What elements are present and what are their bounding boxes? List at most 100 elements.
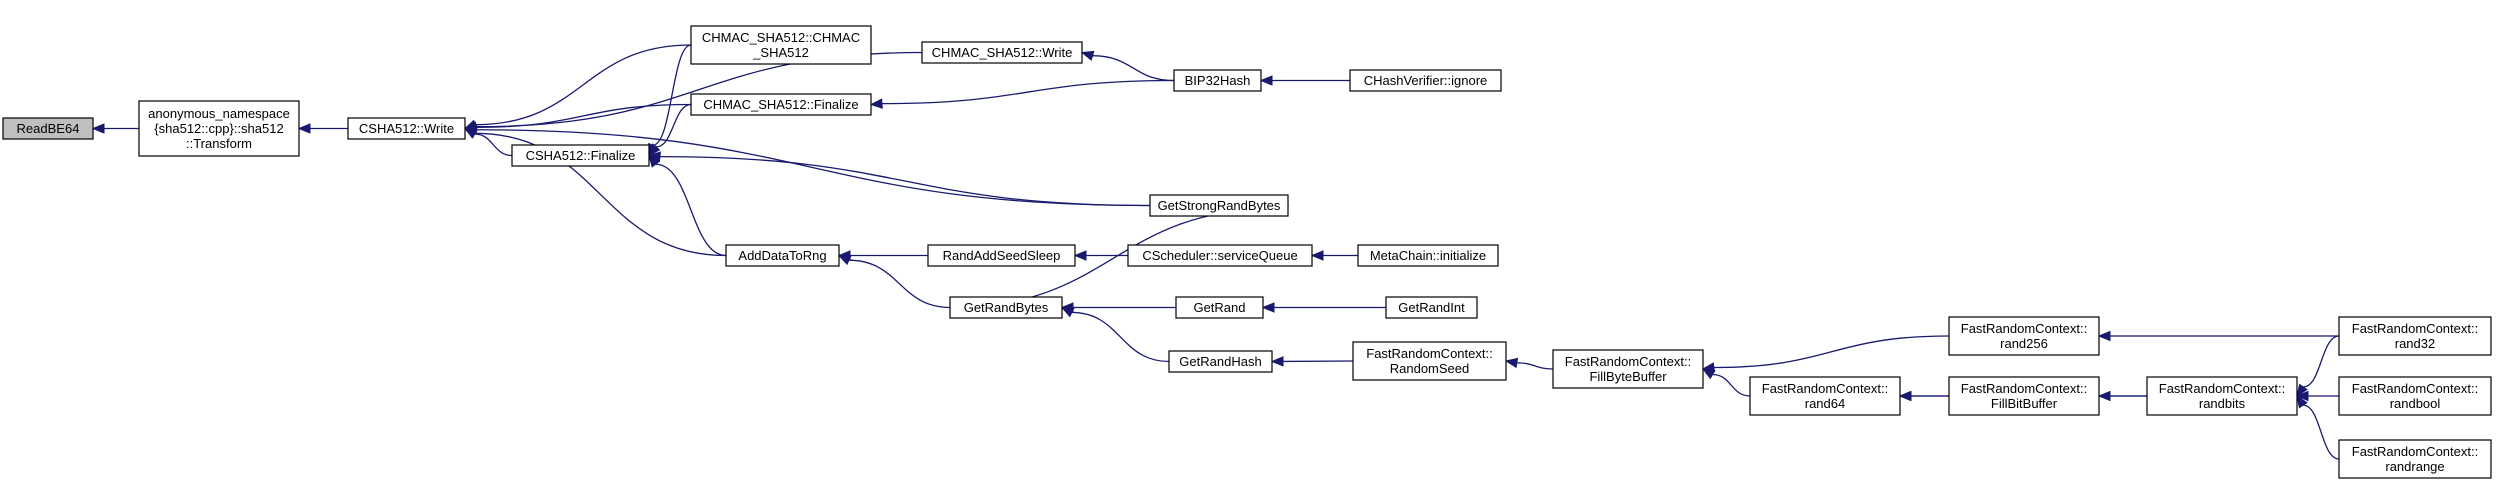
node-csha512_finalize[interactable]: CSHA512::Finalize — [511, 144, 650, 167]
node-box[interactable] — [1127, 244, 1313, 267]
arrowhead — [1504, 357, 1519, 369]
arrowhead — [297, 123, 311, 134]
edge-randbool-to-randbits — [2295, 390, 2339, 402]
node-box[interactable] — [725, 244, 840, 267]
node-box[interactable] — [921, 41, 1083, 64]
edge-line — [655, 103, 692, 148]
node-box[interactable] — [1349, 69, 1502, 92]
node-chashverifier[interactable]: CHashVerifier::ignore — [1349, 69, 1502, 92]
edge-getrandbytes-to-adddatatorng — [837, 254, 951, 309]
edge-rand32-to-randbits — [2296, 335, 2340, 398]
node-getrandhash[interactable]: GetRandHash — [1168, 350, 1273, 373]
node-readbe64[interactable]: ReadBE64 — [2, 117, 94, 140]
edge-rand32-to-rand256 — [2097, 330, 2339, 342]
node-label: FillBitBuffer — [1991, 396, 2058, 411]
node-randomseed[interactable]: FastRandomContext::RandomSeed — [1352, 341, 1507, 381]
edge-getrandhash-to-getrandbytes — [1060, 306, 1170, 363]
node-box[interactable] — [2, 117, 94, 140]
edges-layer — [91, 44, 2340, 460]
edge-rand64-to-fillbytebuffer — [1701, 368, 1751, 397]
edge-bip32hash-to-hmac_write — [1080, 50, 1175, 82]
edge-line — [848, 259, 951, 309]
node-box[interactable] — [1385, 296, 1478, 319]
edge-line — [881, 79, 1175, 105]
node-label: ReadBE64 — [17, 121, 80, 136]
node-hmac_write[interactable]: CHMAC_SHA512::Write — [921, 41, 1083, 64]
node-box[interactable] — [1352, 341, 1507, 381]
node-label: FastRandomContext:: — [2159, 381, 2285, 396]
node-box[interactable] — [1149, 194, 1289, 217]
node-label: CSHA512::Write — [359, 121, 454, 136]
node-rand64[interactable]: FastRandomContext::rand64 — [1749, 376, 1901, 416]
node-box[interactable] — [2338, 376, 2492, 416]
node-randbool[interactable]: FastRandomContext::randbool — [2338, 376, 2492, 416]
node-box[interactable] — [1749, 376, 1901, 416]
node-box[interactable] — [511, 144, 650, 167]
node-box[interactable] — [1168, 350, 1273, 373]
node-bip32hash[interactable]: BIP32Hash — [1173, 69, 1262, 92]
node-box[interactable] — [1552, 349, 1704, 389]
node-csha512_write[interactable]: CSHA512::Write — [347, 117, 466, 140]
node-box[interactable] — [690, 93, 872, 116]
node-scheduler[interactable]: CScheduler::serviceQueue — [1127, 244, 1313, 267]
node-box[interactable] — [1357, 244, 1499, 267]
node-label: rand64 — [1805, 396, 1845, 411]
edge-bip32hash-to-hmac_finalize — [869, 79, 1175, 109]
edge-getrandint-to-getrand — [1261, 302, 1386, 313]
arrowhead — [2097, 330, 2111, 342]
node-box[interactable] — [690, 25, 872, 65]
node-box[interactable] — [927, 244, 1076, 267]
node-label: AddDataToRng — [738, 248, 826, 263]
arrowhead — [1261, 302, 1275, 313]
node-box[interactable] — [2338, 439, 2492, 479]
edge-getstrongrand-to-csha512_finalize — [647, 151, 1151, 207]
edge-line — [659, 155, 1151, 207]
node-label: FastRandomContext:: — [2352, 381, 2478, 396]
node-randaddseedsleep[interactable]: RandAddSeedSleep — [927, 244, 1076, 267]
node-transform[interactable]: anonymous_namespace{sha512::cpp}::sha512… — [138, 100, 300, 157]
node-box[interactable] — [2338, 316, 2492, 356]
node-box[interactable] — [138, 100, 300, 157]
node-box[interactable] — [1948, 316, 2100, 356]
node-adddatatorng[interactable]: AddDataToRng — [725, 244, 840, 267]
edge-getrand-to-getrandbytes — [1060, 302, 1176, 313]
node-rand32[interactable]: FastRandomContext::rand32 — [2338, 316, 2492, 356]
edge-line — [1071, 311, 1170, 363]
edge-adddatatorng-to-csha512_write — [463, 127, 727, 257]
node-box[interactable] — [1948, 376, 2100, 416]
arrowhead — [1060, 306, 1075, 318]
node-box[interactable] — [949, 296, 1063, 319]
node-box[interactable] — [1175, 296, 1264, 319]
node-getstrongrand[interactable]: GetStrongRandBytes — [1149, 194, 1289, 217]
node-label: randrange — [2385, 459, 2444, 474]
node-label: FastRandomContext:: — [1961, 381, 2087, 396]
node-box[interactable] — [347, 117, 466, 140]
edge-csha512_write-to-transform — [297, 123, 348, 134]
node-label: GetRandHash — [1179, 354, 1261, 369]
edge-line — [474, 132, 727, 257]
node-label: CHashVerifier::ignore — [1364, 73, 1488, 88]
node-label: ::Transform — [186, 136, 252, 151]
node-getrandint[interactable]: GetRandInt — [1385, 296, 1478, 319]
edge-line — [652, 44, 692, 146]
node-getrand[interactable]: GetRand — [1175, 296, 1264, 319]
node-rand256[interactable]: FastRandomContext::rand256 — [1948, 316, 2100, 356]
node-label: GetStrongRandBytes — [1158, 198, 1281, 213]
node-fillbitbuffer[interactable]: FastRandomContext::FillBitBuffer — [1948, 376, 2100, 416]
node-randbits[interactable]: FastRandomContext::randbits — [2146, 376, 2298, 416]
node-randrange[interactable]: FastRandomContext::randrange — [2338, 439, 2492, 479]
edge-line — [475, 44, 692, 126]
nodes-layer: ReadBE64 anonymous_namespace{sha512::cpp}… — [2, 25, 2492, 479]
node-fillbytebuffer[interactable]: FastRandomContext::FillByteBuffer — [1552, 349, 1704, 389]
arrowhead — [2296, 394, 2308, 409]
node-box[interactable] — [1173, 69, 1262, 92]
node-hmac_ctor[interactable]: CHMAC_SHA512::CHMAC_SHA512 — [690, 25, 872, 65]
node-label: FastRandomContext:: — [2352, 444, 2478, 459]
node-label: rand256 — [2000, 336, 2048, 351]
node-hmac_finalize[interactable]: CHMAC_SHA512::Finalize — [690, 93, 872, 116]
node-getrandbytes[interactable]: GetRandBytes — [949, 296, 1063, 319]
node-metachain[interactable]: MetaChain::initialize — [1357, 244, 1499, 267]
node-box[interactable] — [2146, 376, 2298, 416]
arrowhead — [1080, 50, 1095, 61]
node-label: randbool — [2390, 396, 2441, 411]
